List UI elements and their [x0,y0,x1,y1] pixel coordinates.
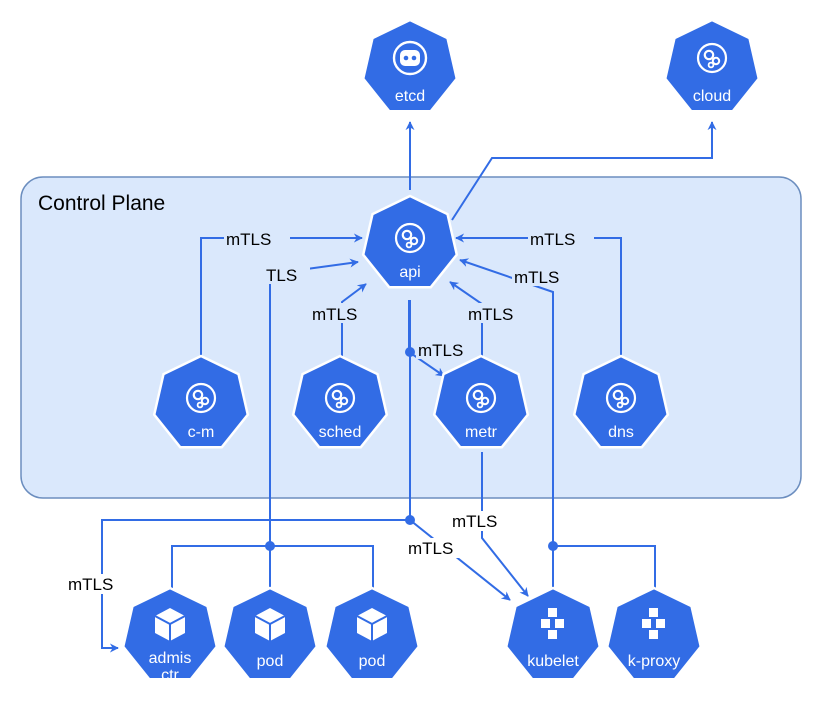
label-bg [264,264,310,284]
edge-kubelet-api [459,258,554,588]
label-bg [224,228,290,248]
label-bg [310,303,376,323]
junction-dot [548,541,558,551]
edge-label-api-metr: mTLS [418,341,463,360]
node-kproxy-label: k-proxy [628,653,680,670]
label-bg [406,538,472,558]
node-api-label: api [399,264,420,281]
label-bg [466,303,532,323]
junction-dot [405,347,415,357]
control-plane-label: Control Plane [38,192,165,215]
node-metr-label: metr [465,424,498,441]
edge-label-dns-api: mTLS [530,230,575,249]
node-etcd-label: etcd [395,88,425,105]
node-cm-label: c-m [188,424,215,441]
edge-api-cloud [451,121,717,221]
node-api[interactable]: api [361,194,459,289]
edge-label-metr-api: mTLS [468,305,513,324]
node-cloud[interactable]: cloud [663,18,761,113]
node-pod2-label: pod [359,653,386,670]
label-bg [66,574,132,594]
node-pod[interactable]: pod [323,586,421,681]
node-admis-label-line2: ctr [161,667,179,684]
edge-cm-api [200,233,363,358]
junction-dot [265,541,275,551]
edge-workers-bracket [553,545,656,590]
node-kube-proxy[interactable]: k-proxy [605,586,703,681]
edge-pods-bracket [171,545,374,590]
edge-label-sched-api: mTLS [312,305,357,324]
node-scheduler[interactable]: sched [291,354,389,449]
label-bg [512,266,578,286]
label-bg [450,511,516,531]
node-admis-label-line1: admis [149,650,192,667]
label-bg [416,339,480,359]
edge-label-api-kubelet: mTLS [408,539,453,558]
edge-label-kubelet-api: mTLS [514,268,559,287]
node-sched-label: sched [319,424,362,441]
node-pod[interactable]: pod [221,586,319,681]
node-kubelet[interactable]: kubelet [504,586,602,681]
node-metrics[interactable]: metr [432,354,530,449]
node-controller-manager[interactable]: c-m [152,354,250,449]
edge-metr-kubelet [481,452,529,597]
edge-label-api-admis: mTLS [68,575,113,594]
etcd-robot-icon [392,40,428,76]
node-admission-controller[interactable]: admis ctr [121,586,219,684]
node-kubelet-label: kubelet [527,653,579,670]
edge-label-metr-kubelet: mTLS [452,512,497,531]
node-dns-label: dns [608,424,634,441]
edge-dns-api [455,233,622,360]
junction-dot [405,515,415,525]
edge-sched-api [341,283,367,360]
node-pod1-label: pod [257,653,284,670]
edge-label-pods-api: TLS [266,266,297,285]
node-etcd[interactable]: etcd [361,18,459,113]
node-cloud-label: cloud [693,88,731,105]
edge-label-cm-api: mTLS [226,230,271,249]
node-dns[interactable]: dns [572,354,670,449]
label-bg [528,228,594,248]
